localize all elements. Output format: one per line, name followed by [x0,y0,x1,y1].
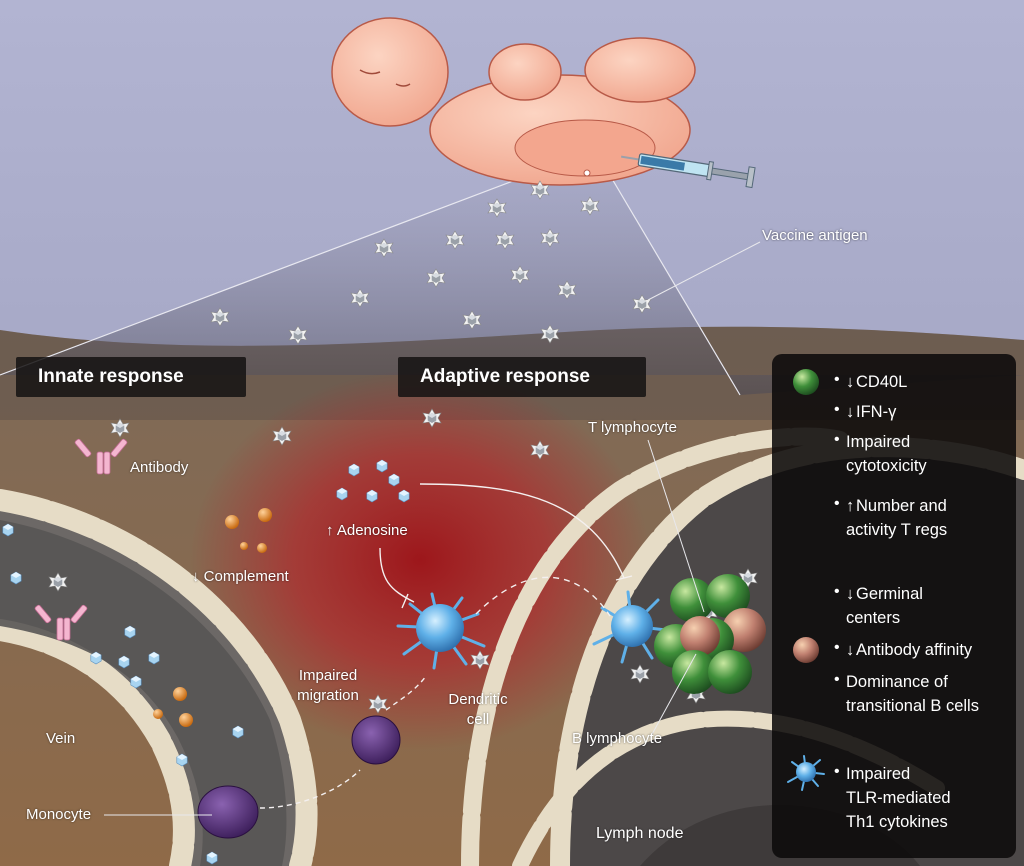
antibody-icon [34,438,128,641]
adenosine-label: ↑ Adenosine [326,522,408,539]
vein-label: Vein [46,730,76,747]
b-lymphocyte-label: B lymphocyte [572,730,663,747]
panel-item-text: cytotoxicity [846,457,927,475]
down-arrow-icon: ↓ [846,641,855,659]
panel-item-text: Dominance of [846,673,948,691]
panel-item: Dominance of transitional B cells [846,670,979,718]
dendritic-cell-icon [787,755,825,791]
adaptive-response-header: Adaptive response [398,357,646,397]
lymph-node-label: Lymph node [596,825,684,842]
panel-item-text: TLR-mediated [846,789,951,807]
panel-item-text: activity T regs [846,521,948,539]
adenosine-label-text: Adenosine [336,522,408,539]
complement-label: ↓ Complement [192,568,289,585]
impaired-migration-line-2: migration [297,687,359,704]
panel-item-line: ↓Antibody affinity [846,638,972,662]
panel-item: ↓Antibody affinity [846,638,972,662]
lymphocyte-cluster [654,574,766,694]
panel-bullet: • [834,639,840,656]
up-arrow-icon: ↑ [846,497,855,515]
panel-item-text: Impaired [846,765,911,783]
infant-icon [331,17,696,186]
down-arrow-icon: ↓ [192,568,204,585]
panel-item-text: Number and [856,497,947,515]
dendritic-cell-label: Dendritic cell [438,690,518,730]
panel-item-line: centers [846,606,923,630]
panel-item-line: transitional B cells [846,694,979,718]
panel-item-line: activity T regs [846,518,947,542]
panel-item-text: CD40L [856,373,908,391]
panel-item: ↓IFN-γ [846,400,896,424]
t-cell-icon [793,369,819,395]
panel-item: Impaired cytotoxicity [846,430,927,478]
monocyte-label: Monocyte [26,806,92,823]
innate-response-header: Innate response [16,357,246,397]
panel-bullet: • [834,431,840,448]
panel-item-line: ↑Number and [846,494,947,518]
impaired-migration-label: Impaired migration [288,666,368,706]
panel-item-text: Germinal [856,585,923,603]
panel-icons [787,369,825,791]
vaccine-antigen-label: Vaccine antigen [762,227,868,244]
panel-bullet: • [834,763,840,780]
panel-bullet: • [834,583,840,600]
panel-item-text: centers [846,609,901,627]
panel-item-line: TLR-mediated [846,786,951,810]
antibody-label: Antibody [130,459,189,476]
panel-bullet: • [834,671,840,688]
panel-item-line: Dominance of [846,670,979,694]
impaired-migration-line-1: Impaired [298,667,358,684]
dendritic-cell [396,592,486,670]
panel-bullet: • [834,401,840,418]
down-arrow-icon: ↓ [846,403,855,421]
panel-item: ↑Number and activity T regs [846,494,947,542]
up-arrow-icon: ↑ [326,522,337,539]
panel-item-line: ↓Germinal [846,582,923,606]
b-cell-icon [793,637,819,663]
panel-item-text: Impaired [846,433,911,451]
panel-item-line: Impaired [846,762,951,786]
panel-bullet: • [834,495,840,512]
monocyte-cell [197,715,401,839]
panel-item: ↓CD40L [846,370,907,394]
complement-label-text: Complement [203,568,289,585]
complement-icon [153,508,272,727]
panel-item-line: ↓CD40L [846,370,907,394]
dendritic-cell-lymph [592,590,668,664]
panel-item-line: ↓IFN-γ [846,400,896,424]
panel-item-line: cytotoxicity [846,454,927,478]
panel-item-text: Antibody affinity [856,641,973,659]
syringe-icon [621,153,756,189]
dendritic-cell-line-1: Dendritic [448,691,508,708]
panel-item-text: Th1 cytokines [846,813,948,831]
panel-bullet: • [834,371,840,388]
panel-item-text: transitional B cells [846,697,979,715]
panel-item: ↓Germinal centers [846,582,923,630]
down-arrow-icon: ↓ [846,373,855,391]
panel-item-text: IFN-γ [856,403,897,421]
dendritic-cell-line-2: cell [466,711,490,728]
down-arrow-icon: ↓ [846,585,855,603]
panel-item-line: Impaired [846,430,927,454]
t-lymphocyte-label: T lymphocyte [588,419,677,436]
panel-item-line: Th1 cytokines [846,810,951,834]
